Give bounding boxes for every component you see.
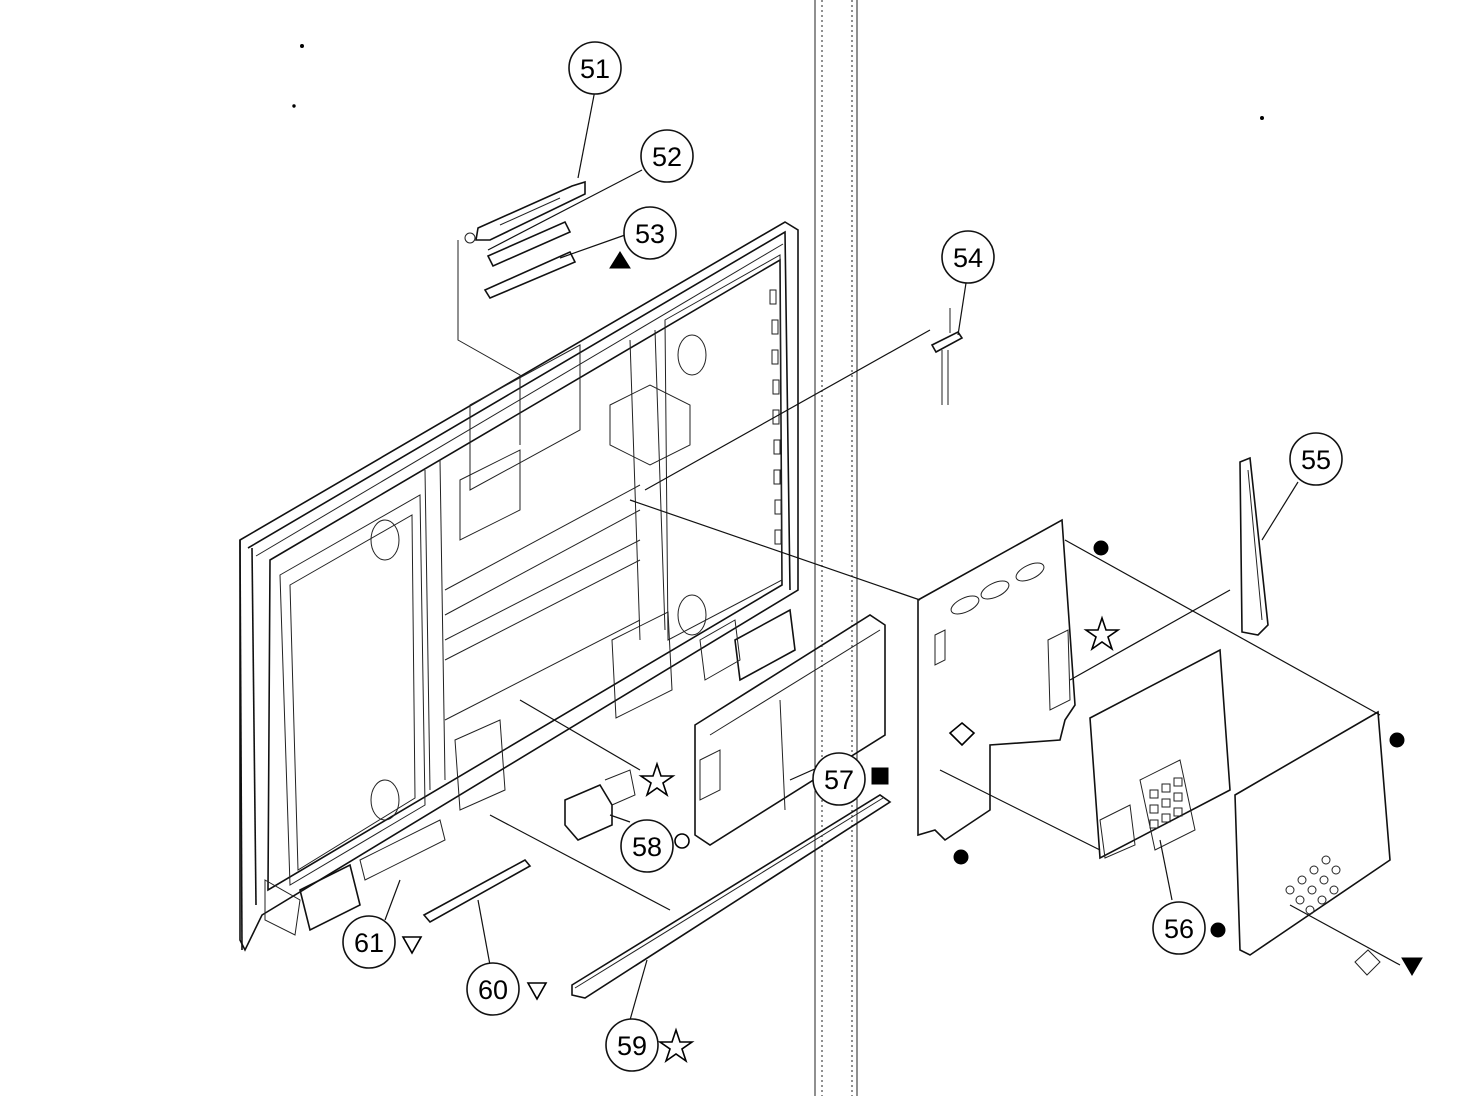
symbol-53-triangle (609, 251, 631, 269)
symbol-triangle-down-right (1401, 957, 1423, 976)
rear-cover-plate (1234, 710, 1391, 976)
callout-52-label: 52 (652, 142, 682, 172)
keypad-assembly (457, 180, 586, 445)
symbol-56-dot (1210, 922, 1226, 938)
callout-51: 51 (568, 41, 622, 95)
symbol-61-triangle (401, 936, 423, 955)
symbol-57-square (871, 767, 889, 785)
vent-slots (769, 289, 782, 545)
callout-58: 58 (620, 819, 674, 873)
symbol-dot-top-right (1093, 540, 1109, 556)
symbol-dot-bottom (953, 849, 969, 865)
symbol-dot-right (1389, 732, 1405, 748)
leader-lines (384, 89, 1401, 1021)
callout-56: 56 (1152, 901, 1206, 955)
callout-53: 53 (623, 206, 677, 260)
connector-part (930, 308, 964, 405)
callout-54: 54 (941, 230, 995, 284)
callout-61-label: 61 (354, 928, 384, 958)
symbol-60-triangle (526, 982, 548, 1001)
symbol-59-star (657, 1027, 695, 1064)
callout-51-label: 51 (580, 54, 610, 84)
reference-symbols (401, 251, 1423, 1064)
callout-61: 61 (342, 915, 396, 969)
cover-holes (1285, 855, 1341, 915)
board-connectors (1149, 777, 1183, 829)
symbol-diamond (948, 721, 976, 747)
scan-fold-lines (814, 0, 858, 1096)
mounting-bracket (917, 518, 1076, 842)
callout-59-label: 59 (617, 1031, 647, 1061)
callout-60-label: 60 (478, 975, 508, 1005)
callout-53-label: 53 (635, 219, 665, 249)
main-board (1089, 648, 1231, 860)
callout-57: 57 (812, 752, 866, 806)
tv-chassis (239, 221, 799, 952)
callout-56-label: 56 (1164, 914, 1194, 944)
callout-58-label: 58 (632, 832, 662, 862)
callout-60: 60 (466, 962, 520, 1016)
bracket-strip (422, 858, 532, 924)
symbol-star-58 (638, 761, 676, 798)
power-supply-box (694, 614, 886, 846)
callout-55: 55 (1289, 432, 1343, 486)
symbol-58-circle (674, 833, 690, 849)
callout-59: 59 (605, 1018, 659, 1072)
small-bracket-part (564, 769, 636, 841)
long-trim-bar (571, 794, 892, 999)
callout-54-label: 54 (953, 243, 983, 273)
callout-52: 52 (640, 129, 694, 183)
side-bracket (1239, 456, 1269, 636)
callout-57-label: 57 (824, 765, 854, 795)
scan-specks (292, 44, 1264, 120)
symbol-star-mid (1083, 615, 1121, 652)
callout-55-label: 55 (1301, 445, 1331, 475)
